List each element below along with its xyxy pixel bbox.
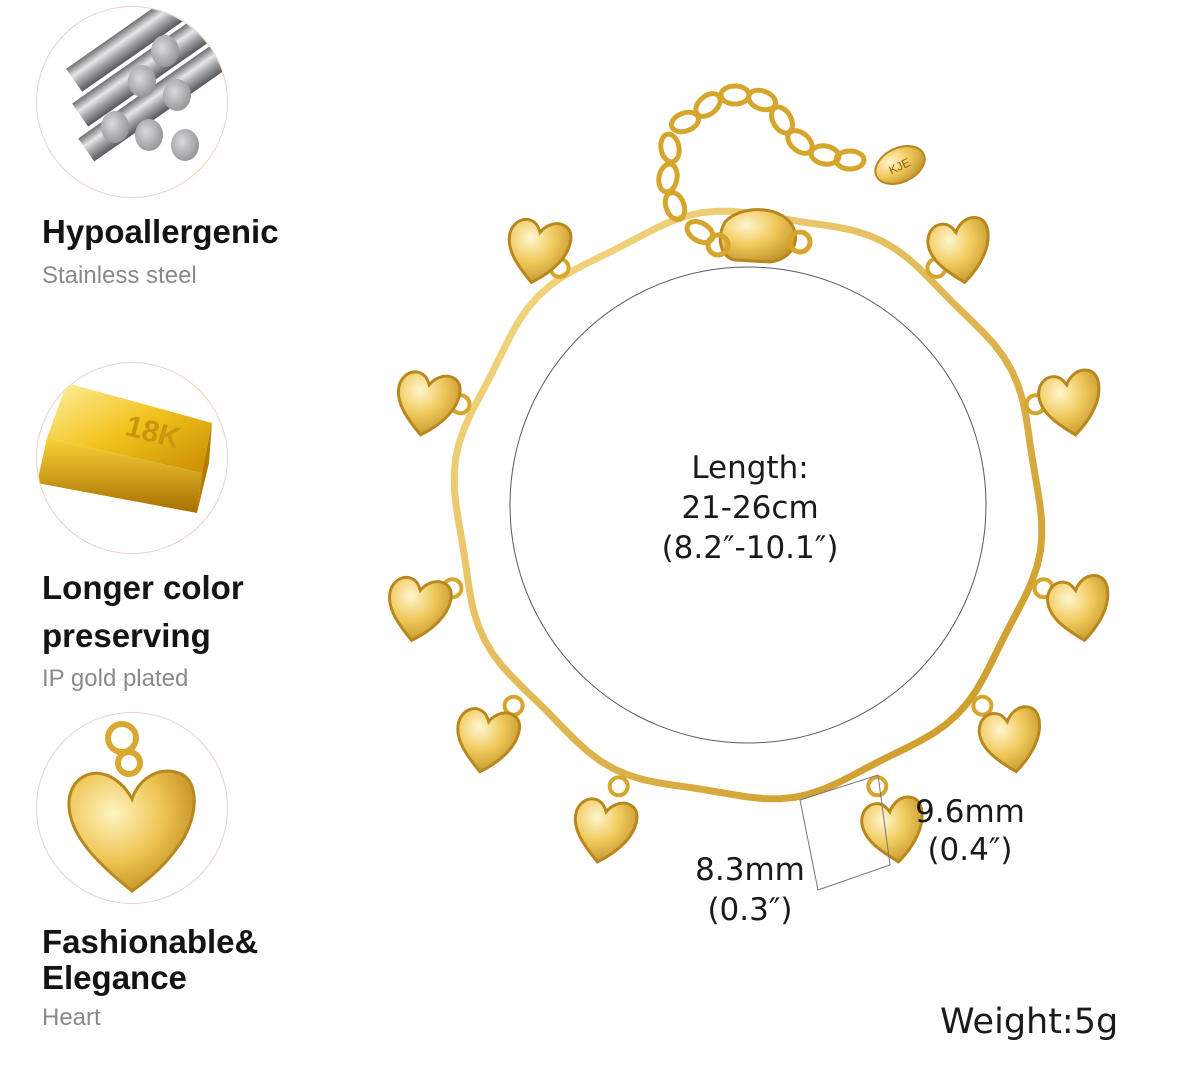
heart-charm xyxy=(926,216,990,285)
feature-title-longer-color: Longer color xyxy=(42,569,244,606)
steel-rods-icon xyxy=(66,7,227,162)
bracelet-band xyxy=(450,207,1046,803)
charm-jump-ring xyxy=(971,694,994,717)
heart-charm xyxy=(977,705,1041,774)
charm-width-mm: 8.3mm xyxy=(695,852,805,888)
feature-gold-circle: 18K xyxy=(36,362,228,554)
heart-charm xyxy=(456,707,521,774)
length-cm: 21-26cm xyxy=(681,490,819,526)
feature-title-hypoallergenic: Hypoallergenic xyxy=(42,213,279,250)
lobster-clasp xyxy=(718,208,798,264)
bracelet-illustration: KJE Length: 21-26cm (8.2″-10.1″) 9.6mm (… xyxy=(330,60,1179,960)
length-guide-circle xyxy=(509,266,987,744)
feature-heart-circle xyxy=(36,712,228,904)
charm-height-in: (0.4″) xyxy=(927,832,1013,868)
feature-title-fashionable: Fashionable& xyxy=(42,923,259,960)
length-label: Length: xyxy=(691,450,809,486)
length-inches: (8.2″-10.1″) xyxy=(661,530,839,566)
heart-pendant-icon xyxy=(67,721,196,893)
weight-label: Weight:5g xyxy=(940,1002,1119,1042)
heart-charm xyxy=(388,575,453,643)
brand-tag xyxy=(874,145,926,185)
feature-title-elegance: Elegance xyxy=(42,959,187,996)
feature-subtitle-gold: IP gold plated xyxy=(42,665,189,692)
charm-jump-ring xyxy=(866,775,889,798)
heart-charm xyxy=(1046,574,1110,643)
bracelet-svg: KJE xyxy=(388,83,1110,891)
feature-title-preserving: preserving xyxy=(42,617,211,654)
charm-width-in: (0.3″) xyxy=(707,892,793,928)
heart-charm xyxy=(396,370,462,437)
heart-charm xyxy=(1037,368,1101,437)
charm-height-mm: 9.6mm xyxy=(915,794,1025,830)
gold-bar-icon: 18K xyxy=(37,383,212,513)
extension-chain xyxy=(656,83,867,245)
heart-charm xyxy=(573,797,639,864)
feature-subtitle-steel: Stainless steel xyxy=(42,262,197,289)
charm-jump-ring xyxy=(607,775,630,798)
feature-subtitle-heart: Heart xyxy=(42,1004,101,1031)
heart-charm xyxy=(507,217,573,285)
heart-charm xyxy=(860,795,924,864)
feature-steel-circle xyxy=(36,6,228,198)
charm-dimension-box xyxy=(799,774,891,891)
